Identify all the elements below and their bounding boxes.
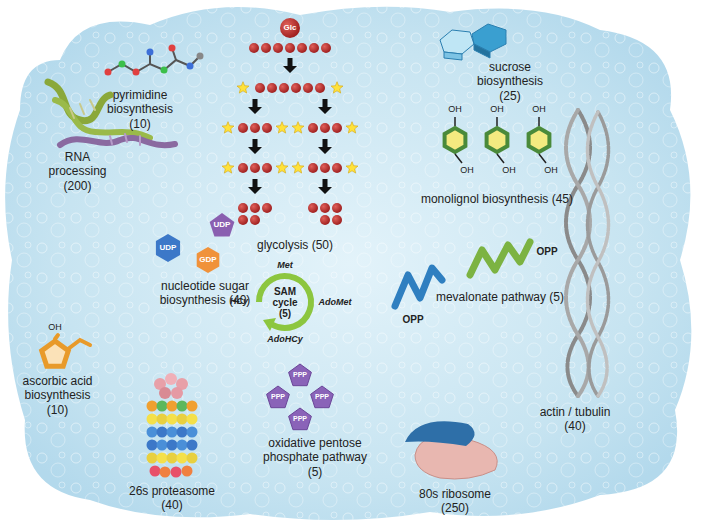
molecule-label: PPP — [266, 393, 290, 401]
molecule-label: OPP — [398, 314, 428, 326]
glycolysis-scheme — [222, 18, 358, 225]
pathway-label: pyrimidine biosynthesis (10) — [100, 88, 180, 131]
pyrimidine-molecule — [105, 45, 204, 76]
molecule-label: OPP — [533, 246, 561, 258]
pathway-label: oxidative pentose phosphate pathway (5) — [256, 436, 374, 479]
metabolite-label: AdoHCy — [263, 334, 307, 345]
molecule-label: UDP — [208, 220, 236, 230]
atom-label: OH — [541, 165, 561, 176]
pathway-label: actin / tubulin (40) — [530, 405, 620, 434]
metabolite-label: AdoMet — [315, 297, 355, 308]
molecule-label: PPP — [310, 393, 334, 401]
cycle-label: SAM cycle (5) — [265, 286, 305, 319]
atom-label: OH — [499, 165, 519, 176]
atom-label: OH — [489, 104, 505, 115]
metabolite-label: HCy — [224, 296, 254, 307]
pathway-label: glycolysis (50) — [240, 238, 350, 252]
actin-tubulin-fibres — [566, 110, 609, 396]
monolignol-molecules — [445, 117, 550, 163]
cloud-background — [5, 7, 691, 520]
molecule-label: Glc — [278, 23, 302, 33]
molecule-label: UDP — [154, 243, 182, 253]
pathway-label: RNA processing (200) — [40, 150, 115, 193]
sucrose-cubes — [440, 24, 506, 60]
molecule-label: GDP — [194, 255, 222, 265]
proteasome — [147, 373, 198, 478]
atom-label: OH — [45, 322, 65, 333]
ascorbic-ring — [42, 335, 90, 366]
ppp-pentagons — [267, 364, 334, 430]
ribosome — [405, 421, 497, 479]
molecule-label: PPP — [288, 415, 312, 423]
atom-label: OH — [531, 104, 547, 115]
pathway-label: ascorbic acid biosynthesis (10) — [15, 374, 100, 417]
sam-cycle-arrow — [259, 276, 311, 331]
pathway-label: sucrose biosynthesis (25) — [470, 60, 550, 103]
pathway-label: 80s ribosome (250) — [405, 487, 505, 516]
pathway-label: 26s proteasome (40) — [122, 484, 222, 513]
metabolite-label: Met — [271, 260, 299, 271]
molecule-label: PPP — [288, 371, 312, 379]
atom-label: OH — [457, 165, 477, 176]
atom-label: OH — [447, 104, 463, 115]
pathway-label: mevalonate pathway (5) — [430, 290, 570, 304]
pathway-label: monolignol biosynthesis (45) — [412, 192, 582, 206]
